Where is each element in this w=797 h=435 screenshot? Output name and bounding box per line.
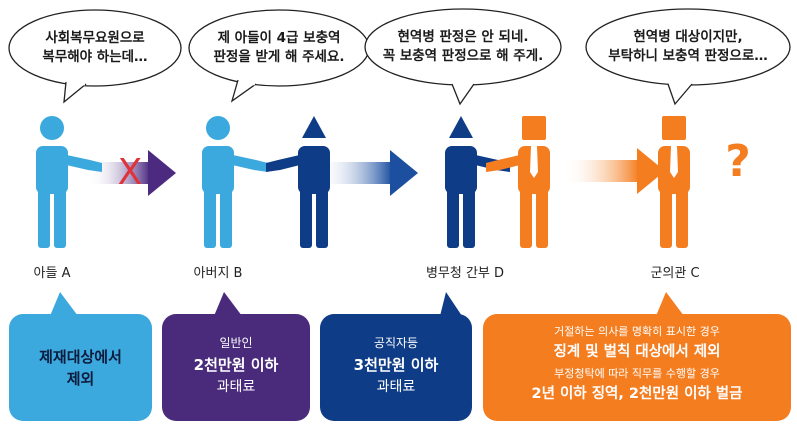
box-doctor-c — [483, 292, 791, 421]
speech-bubble-officer-d — [364, 8, 562, 106]
arrow-son-to-father — [88, 150, 176, 196]
person-son-figure — [36, 116, 102, 248]
box-father-line-3: 과태료 — [216, 379, 256, 395]
box-officer-d-text: 공직자등 3천만원 이하 과태료 — [320, 332, 472, 398]
box-doctor-c-line-4: 2년 이하 징역, 2천만원 이하 벌금 — [531, 386, 743, 402]
rejection-cross-mark: X — [117, 152, 143, 193]
label-officer-d: 병무청 간부 D — [425, 266, 505, 281]
bubble-father-line-1: 제 아들이 4급 보충역 — [217, 30, 341, 46]
label-son: 아들 A — [33, 266, 71, 281]
person-father-figure — [202, 116, 268, 248]
box-son-text: 제재대상에서 제외 — [9, 346, 152, 390]
bubble-officer-d-line-1: 현역병 판정은 안 되네. — [397, 29, 529, 45]
label-doctor-c: 군의관 C — [650, 266, 700, 281]
person-officer-d-figure — [445, 116, 510, 248]
box-officer-d-line-1: 공직자등 — [373, 336, 419, 350]
box-father-line-2: 2천만원 이하 — [193, 356, 279, 374]
arrow-father-to-officer — [318, 150, 418, 196]
speech-bubble-son — [8, 9, 182, 104]
bubble-doctor-c-text: 현역병 대상이지만, 부탁하니 보충역 판정으로… — [588, 28, 788, 66]
box-son — [9, 292, 152, 421]
bubble-son-line-1: 사회복무요원으로 — [45, 30, 145, 46]
box-doctor-c-text: 거절하는 의사를 명확히 표시한 경우 징계 및 벌칙 대상에서 제외 부정청탁… — [483, 321, 791, 405]
box-doctor-c-line-2: 징계 및 벌칙 대상에서 제외 — [553, 344, 721, 360]
bubble-father-line-2: 판정을 받게 해 주세요. — [213, 49, 345, 65]
speech-bubble-doctor-c — [585, 8, 791, 106]
bubble-doctor-c-line-1: 현역병 대상이지만, — [633, 29, 743, 45]
bubble-son-text: 사회복무요원으로 복무해야 하는데… — [15, 29, 175, 67]
box-officer-d-line-2: 3천만원 이하 — [353, 356, 439, 374]
bubble-doctor-c-line-2: 부탁하니 보충역 판정으로… — [608, 48, 768, 64]
box-doctor-c-line-3: 부정청탁에 따라 직무를 수행할 경우 — [554, 367, 720, 380]
box-officer-d — [320, 292, 472, 421]
person-doctor-figure-1 — [486, 116, 550, 248]
speech-bubble-father — [188, 9, 370, 103]
box-son-line-1: 제재대상에서 — [39, 348, 122, 366]
bubble-father-text: 제 아들이 4급 보충역 판정을 받게 해 주세요. — [194, 29, 364, 67]
question-mark: ? — [725, 136, 751, 187]
box-doctor-c-line-1: 거절하는 의사를 명확히 표시한 경우 — [554, 325, 720, 338]
box-father-line-1: 일반인 — [219, 336, 253, 350]
person-officer-figure-1 — [266, 116, 330, 248]
person-doctor-c-figure — [658, 116, 690, 248]
arrow-officer-to-doctor — [563, 148, 665, 194]
box-son-line-2: 제외 — [66, 370, 95, 388]
bubble-son-line-2: 복무해야 하는데… — [42, 49, 148, 65]
box-officer-d-line-3: 과태료 — [376, 379, 416, 395]
box-father-text: 일반인 2천만원 이하 과태료 — [162, 332, 310, 398]
label-father: 아버지 B — [193, 266, 243, 281]
bubble-officer-d-text: 현역병 판정은 안 되네. 꼭 보충역 판정으로 해 주게. — [368, 28, 558, 66]
bubble-officer-d-line-2: 꼭 보충역 판정으로 해 주게. — [382, 48, 544, 64]
box-father — [162, 292, 310, 421]
